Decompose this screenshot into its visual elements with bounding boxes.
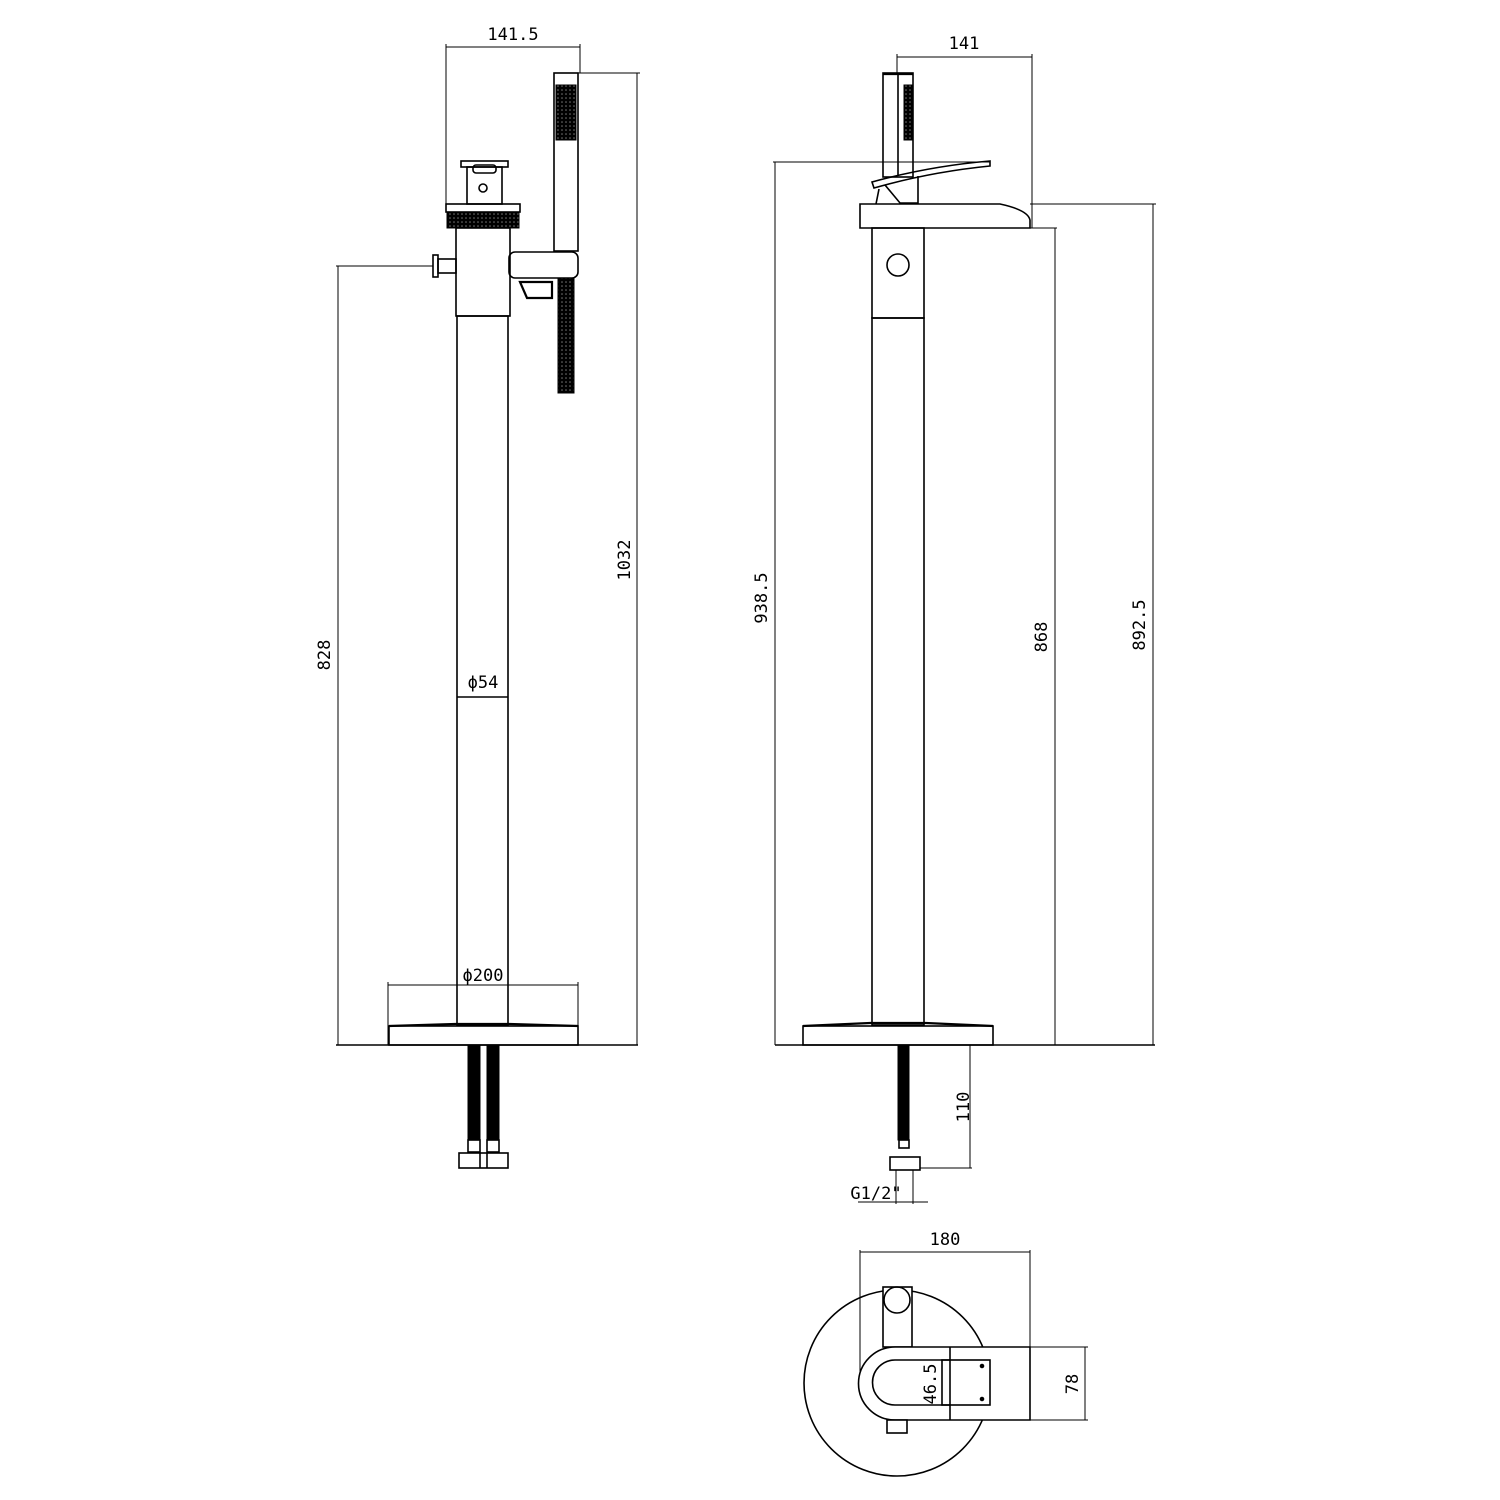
spout-top [857,1346,1031,1421]
dimension-spout-reach: 141 [896,34,1033,228]
shower-handset [553,72,579,252]
dimension-body-height: 868 [924,227,1057,1045]
dimension-lever-height: 938.5 [752,161,990,1045]
shower-handset [882,72,914,178]
dimension-label: G1/2" [850,1184,901,1204]
valve-body [455,227,511,317]
side-view: 141 938.5 868 892.5 110 G1/2" [752,34,1156,1204]
dimension-label: 180 [930,1230,961,1250]
dimension-width: 180 [859,1230,1031,1383]
dimension-label: 78 [1063,1374,1083,1394]
diverter-top [886,1419,908,1434]
plan-view: 180 46.5 78 [803,1230,1088,1477]
dimension-label: 938.5 [752,572,772,623]
diverter-knob [432,254,457,278]
dimension-total-height: 1032 [578,72,640,1045]
base-plate [802,1021,994,1046]
dimension-label: ϕ54 [468,673,499,693]
dimension-label: ϕ200 [463,966,504,986]
dimension-label: 141.5 [487,25,538,45]
dimension-label: 828 [315,640,335,671]
base-plate [388,1022,579,1046]
dimension-label: 1032 [615,540,635,581]
dimension-label: 141 [949,34,980,54]
dimension-thread: G1/2" [850,1170,928,1204]
knurled-ring [445,203,521,229]
supply-hoses [458,1044,509,1169]
lever-top [941,1359,991,1406]
riser-pipe [871,317,925,1026]
front-view: 141.5 1032 828 ϕ54 ϕ200 [315,25,640,1169]
mixer-handle [460,160,509,205]
dimension-top-width: 141.5 [445,25,581,204]
handset-top [882,1286,913,1348]
mixer-lever [870,160,991,205]
diverter-knob [886,253,910,277]
dimension-label: 46.5 [921,1364,941,1405]
dimension-label: 868 [1032,622,1052,653]
dimension-label: 110 [954,1092,974,1123]
shower-hose [557,277,575,394]
dimension-label: 892.5 [1130,599,1150,650]
dimension-spout-width: 78 [1030,1346,1088,1421]
riser-pipe [456,315,509,1026]
dimension-spout-height: 892.5 [1030,203,1156,1045]
dimension-tail-length: 110 [920,1044,974,1169]
dimension-base-diameter: ϕ200 [387,966,579,1045]
spout-inner [871,1359,950,1406]
handset-holder [508,251,579,300]
dimension-knob-height: 828 [315,265,433,1045]
valve-body [871,227,925,319]
supply-hose [889,1044,921,1171]
spout [859,203,1031,229]
